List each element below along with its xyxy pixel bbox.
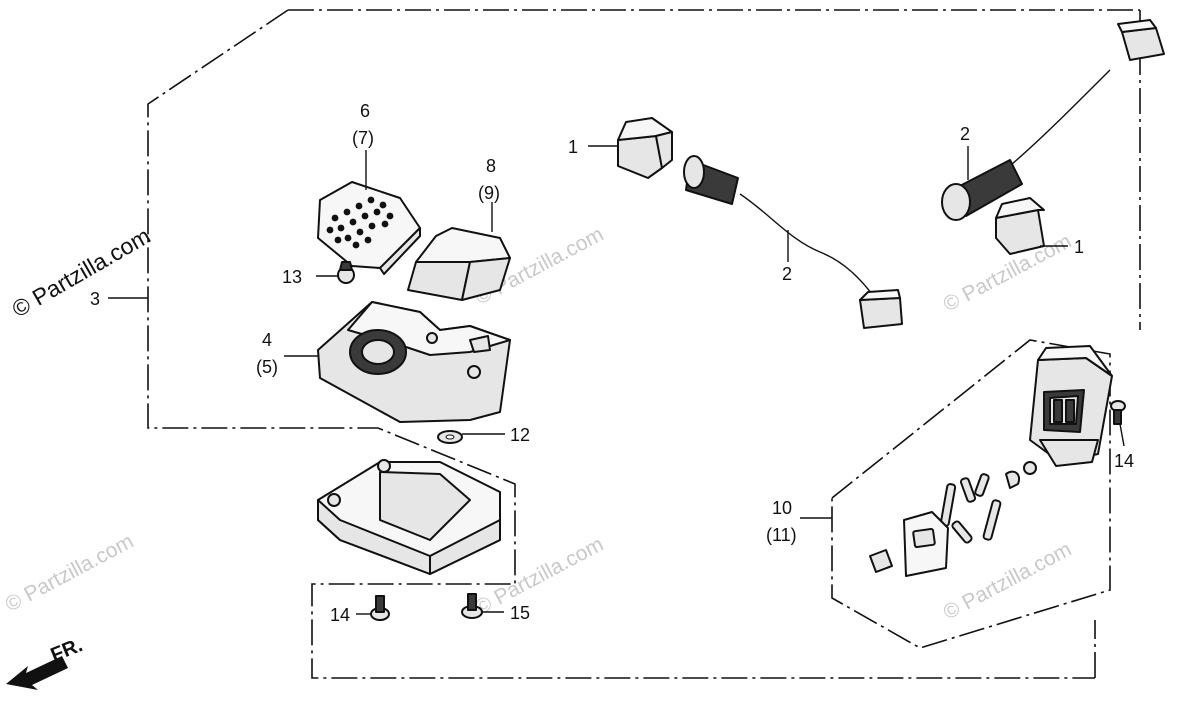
watermark: © Partzilla.com (940, 538, 1076, 625)
callout-7: (7) (352, 128, 374, 148)
lower-base (317, 459, 501, 575)
callout-1: 1 (1074, 237, 1084, 257)
part-12-washer (437, 430, 463, 444)
callout-14: 14 (330, 605, 350, 625)
part-2-cable (683, 155, 903, 329)
callout-3: 3 (90, 289, 100, 309)
leader-lines (108, 145, 1125, 615)
callout-4: 4 (262, 330, 272, 350)
part-6-cover (317, 181, 421, 275)
arrow-left-icon (6, 656, 68, 690)
callout-5: (5) (256, 357, 278, 377)
part-1-boot-right (995, 197, 1045, 255)
callout-15: 15 (510, 603, 530, 623)
part-14-bolt-right (1110, 400, 1126, 425)
watermark: © Partzilla.com (472, 533, 608, 620)
part-4-housing (317, 301, 511, 423)
callout-11: (11) (766, 525, 797, 545)
callout-13: 13 (282, 267, 302, 287)
part-13-screw (337, 261, 355, 284)
group-boundary (147, 9, 1141, 679)
front-label: FR. (48, 634, 86, 666)
callout-9: (9) (478, 183, 500, 203)
callout-14: 14 (1114, 451, 1134, 471)
part-1-boot (617, 117, 673, 179)
callout-8: 8 (486, 156, 496, 176)
callout-1: 1 (568, 137, 578, 157)
callout-2: 2 (782, 264, 792, 284)
callout-12: 12 (510, 425, 530, 445)
callout-6: 6 (360, 101, 370, 121)
watermark: © Partzilla.com (2, 530, 138, 617)
callout-2: 2 (960, 124, 970, 144)
part-10-assembly (1029, 345, 1113, 467)
callout-labels: 1 1 2 2 3 4 (5) 6 (7) 8 (9) 10 (11) 12 1… (90, 101, 1134, 625)
callout-10: 10 (772, 498, 792, 518)
group-boundary-inner (831, 339, 1111, 649)
part-2-cable-right (941, 19, 1165, 221)
part-14-bolt (370, 595, 390, 621)
part-8-lid (407, 227, 511, 301)
small-parts (869, 461, 1037, 577)
front-direction-arrow: FR. (6, 634, 86, 690)
watermark-primary: © Partzilla.com (8, 222, 155, 322)
